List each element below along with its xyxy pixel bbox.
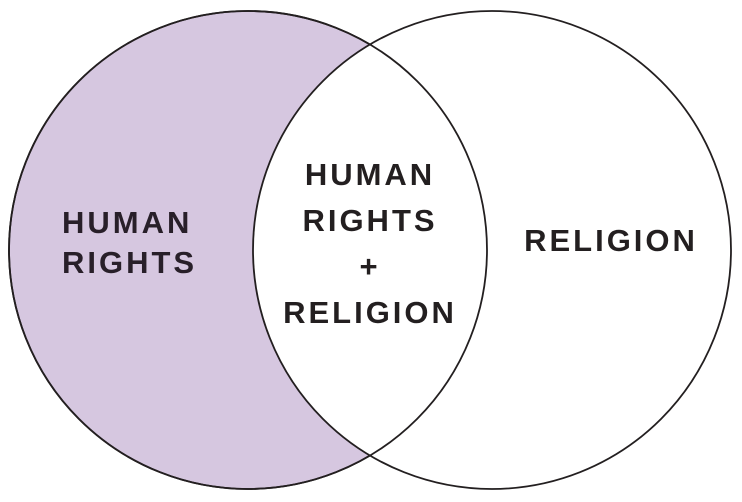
intersection-label-plus: +	[359, 249, 381, 284]
intersection-label-line-4: RELIGION	[283, 295, 457, 330]
left-label-line-2: RIGHTS	[62, 245, 198, 280]
human-rights-circle-outline	[8, 10, 488, 490]
intersection-label: HUMAN RIGHTS + RELIGION	[240, 152, 500, 336]
intersection-label-line-2: RIGHTS	[302, 203, 438, 238]
intersection-label-line-1: HUMAN	[304, 157, 436, 192]
religion-circle	[252, 10, 732, 490]
left-circle-label: HUMAN RIGHTS	[62, 203, 197, 283]
right-label-line-1: RELIGION	[524, 223, 698, 258]
left-label-line-1: HUMAN	[62, 205, 193, 240]
right-circle-label: RELIGION	[500, 221, 722, 261]
